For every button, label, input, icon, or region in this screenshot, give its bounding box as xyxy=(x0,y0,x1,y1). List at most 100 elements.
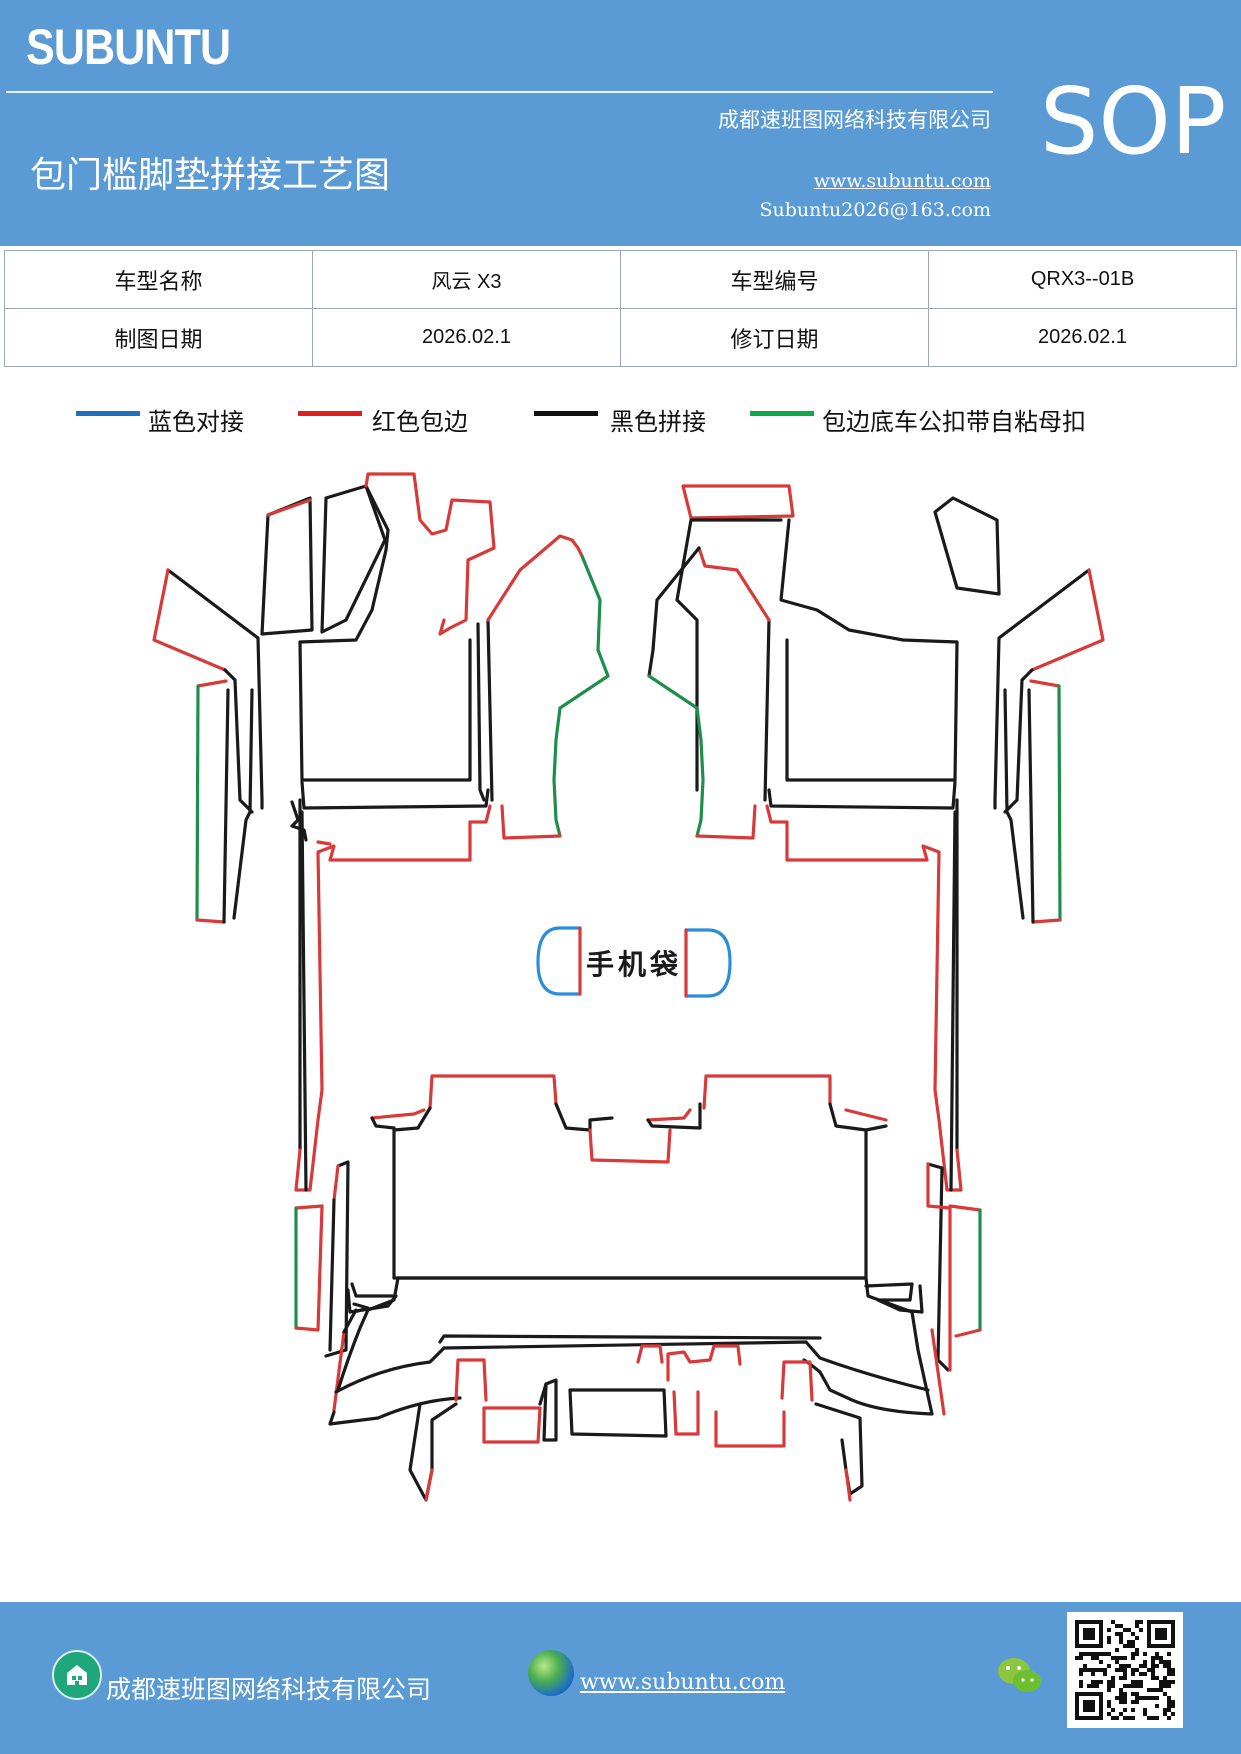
diagram-outline xyxy=(424,1468,434,1502)
diagram-outline xyxy=(196,679,228,688)
diagram-outline xyxy=(266,498,312,517)
diagram-outline xyxy=(290,800,308,842)
diagram-outline xyxy=(334,1340,930,1394)
diagram-outline xyxy=(328,1198,336,1352)
qr-code-glyph xyxy=(1075,1620,1175,1720)
diagram-outline xyxy=(324,1160,350,1358)
right-front-mat xyxy=(647,484,1105,1192)
diagram-outline xyxy=(428,1074,558,1110)
header-company: 成都速班图网络科技有限公司 xyxy=(718,108,991,132)
diagram-outline xyxy=(948,1204,982,1212)
model-name-label: 车型名称 xyxy=(4,250,313,309)
diagram-outline xyxy=(332,1164,340,1202)
diagram-outline xyxy=(672,1390,700,1436)
diagram-outline xyxy=(646,1108,692,1122)
diagram-outline xyxy=(702,1074,832,1110)
header-website-link[interactable]: www.subuntu.com xyxy=(813,170,991,192)
diagram-outline xyxy=(336,1276,934,1416)
footer-website-link[interactable]: www.subuntu.com xyxy=(580,1670,786,1695)
diagram-outline xyxy=(954,1328,982,1338)
legend-label: 蓝色对接 xyxy=(148,408,244,436)
legend-label: 黑色拼接 xyxy=(610,408,706,436)
diagram-outline xyxy=(568,1388,668,1438)
globe-icon xyxy=(528,1650,574,1696)
diagram-outline xyxy=(408,1402,458,1502)
diagram-outline xyxy=(294,804,492,1192)
diagram-outline xyxy=(763,618,771,802)
header-email: Subuntu2026@163.com xyxy=(759,199,991,221)
diagram-outline xyxy=(647,546,701,678)
model-code-label: 车型编号 xyxy=(620,250,929,309)
header-divider xyxy=(6,91,993,93)
building-icon xyxy=(52,1650,102,1700)
diagram-outline xyxy=(222,688,230,924)
qr-code-image xyxy=(1067,1612,1183,1728)
table-row: 车型名称 风云 X3 车型编号 QRX3--01B xyxy=(4,250,1237,309)
diagram-outline xyxy=(636,1344,664,1364)
diagram-outline xyxy=(364,472,496,636)
diagram-outline xyxy=(933,496,1001,596)
diagram-outline xyxy=(260,496,314,636)
diagram-outline xyxy=(1003,688,1025,920)
diagram-outline xyxy=(166,568,264,810)
diagram-outline xyxy=(342,1308,358,1334)
diagram-outline xyxy=(352,1302,370,1314)
wechat-icon[interactable] xyxy=(995,1654,1045,1698)
diagram-outline xyxy=(223,668,254,814)
table-row: 制图日期 2026.02.1 修订日期 2026.02.1 xyxy=(4,308,1237,367)
diagram-outline xyxy=(949,810,957,1192)
diagram-outline xyxy=(370,1108,426,1120)
draw-date-label: 制图日期 xyxy=(4,308,313,367)
diagram-outline xyxy=(681,484,795,520)
diagram-outline xyxy=(486,534,584,622)
diagram-outline xyxy=(316,840,332,846)
diagram-outline xyxy=(370,1116,396,1130)
revise-date-value: 2026.02.1 xyxy=(928,308,1237,367)
info-table: 车型名称 风云 X3 车型编号 QRX3--01B 制图日期 2026.02.1… xyxy=(4,250,1237,367)
diagram-outline xyxy=(294,1204,324,1210)
rear-mat xyxy=(294,1074,982,1502)
diagram-outline xyxy=(536,926,582,996)
legend-label: 包边底车公扣带自粘母扣 xyxy=(822,408,1086,436)
diagram-outline xyxy=(926,1162,950,1372)
brand-logo: SUBUNTU xyxy=(26,19,231,75)
diagram-outline xyxy=(392,1106,432,1132)
diagram-outline xyxy=(1003,668,1034,814)
diagram-outline xyxy=(666,1344,742,1382)
model-code-value: QRX3--01B xyxy=(928,250,1237,309)
floor-mat-diagram: 手机袋 xyxy=(152,472,1105,1502)
left-front-mat xyxy=(152,472,610,1192)
diagram-outline xyxy=(765,804,963,1192)
model-name-value: 风云 X3 xyxy=(312,250,621,309)
legend-swatch xyxy=(750,411,814,416)
legend-swatch xyxy=(76,411,140,416)
footer-company: 成都速班图网络科技有限公司 xyxy=(106,1675,432,1704)
diagram-outline xyxy=(298,484,472,782)
building-icon-glyph xyxy=(67,1665,87,1685)
diagram-outline xyxy=(767,780,957,810)
diagram-outline xyxy=(542,1378,558,1442)
diagram-outline xyxy=(232,688,254,920)
diagram-outline xyxy=(300,780,490,810)
legend-swatch xyxy=(298,411,362,416)
diagram-outline xyxy=(538,1382,548,1406)
diagram-outline xyxy=(926,1162,952,1372)
diagram-outline xyxy=(930,1328,946,1416)
diagram-outline xyxy=(814,1402,864,1496)
diagram-outline xyxy=(844,1468,852,1502)
diagram-outline xyxy=(844,1108,888,1122)
diagram-outline xyxy=(294,1204,324,1332)
diagram-outline xyxy=(552,554,610,838)
diagram-outline xyxy=(828,1102,888,1132)
diagram-outline xyxy=(647,674,705,838)
draw-date-value: 2026.02.1 xyxy=(312,308,621,367)
diagram-outline xyxy=(779,518,959,782)
diagram-outline xyxy=(454,1358,488,1402)
diagram-outline xyxy=(500,804,562,840)
diagram-outline xyxy=(328,1396,462,1426)
diagram-outline xyxy=(1031,918,1062,924)
legend-label: 红色包边 xyxy=(372,408,468,436)
diagram-outline xyxy=(684,928,732,998)
phone-pocket-label: 手机袋 xyxy=(586,948,682,981)
diagram-outline xyxy=(646,1102,702,1130)
